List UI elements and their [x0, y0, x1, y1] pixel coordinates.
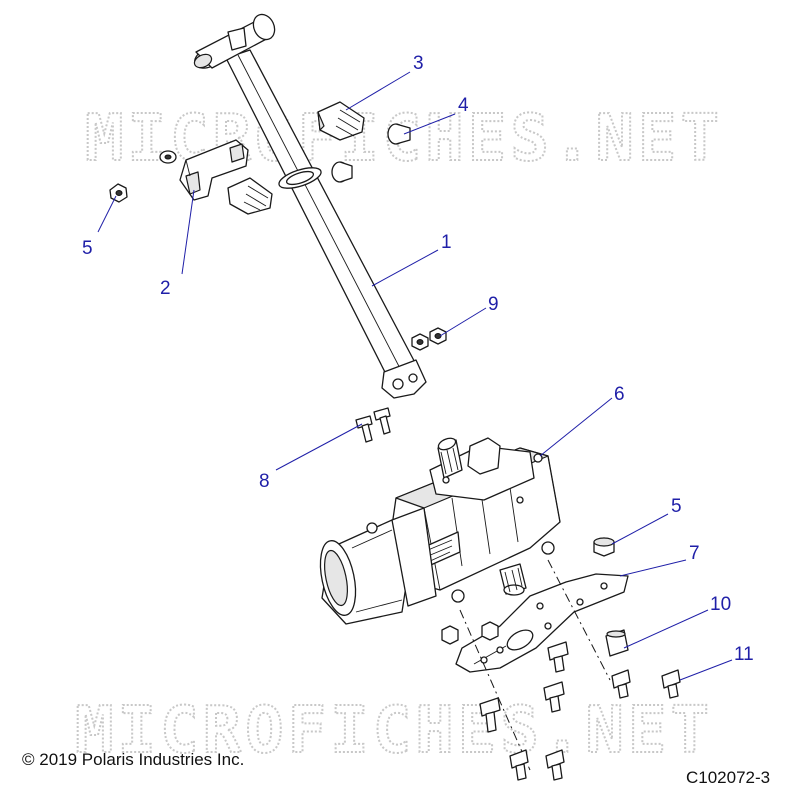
watermark-bottom: MICROFICHES.NET [75, 694, 713, 768]
callout-7: 7 [689, 543, 700, 564]
bolts-lower-group [441, 621, 681, 781]
nut-right [593, 537, 615, 557]
leader-lines [97, 71, 733, 681]
copyright-text: © 2019 Polaris Industries Inc. [22, 750, 245, 769]
bushing-lower [227, 177, 273, 215]
callout-10: 10 [710, 594, 731, 615]
callout-3: 3 [413, 53, 424, 74]
mounting-plate [455, 573, 629, 673]
callout-1: 1 [441, 232, 452, 253]
steering-gear-assembly [319, 437, 561, 625]
figure-code: C102072-3 [686, 768, 771, 787]
clamp-bracket [159, 139, 249, 201]
steering-column [193, 13, 427, 399]
callout-6: 6 [614, 384, 625, 405]
nuts-9 [411, 327, 447, 351]
callout-2: 2 [160, 278, 171, 299]
callout-11: 11 [734, 644, 754, 665]
callout-4: 4 [458, 95, 469, 116]
centerline-b [547, 559, 611, 681]
nut-upper [109, 183, 128, 203]
callout-5-right: 5 [671, 496, 682, 517]
push-fastener-upper [387, 123, 411, 145]
push-fastener-lower [331, 161, 353, 183]
bushing-upper [317, 101, 365, 141]
callout-8: 8 [259, 471, 270, 492]
callout-9: 9 [488, 294, 499, 315]
callout-5-upper: 5 [82, 238, 93, 259]
